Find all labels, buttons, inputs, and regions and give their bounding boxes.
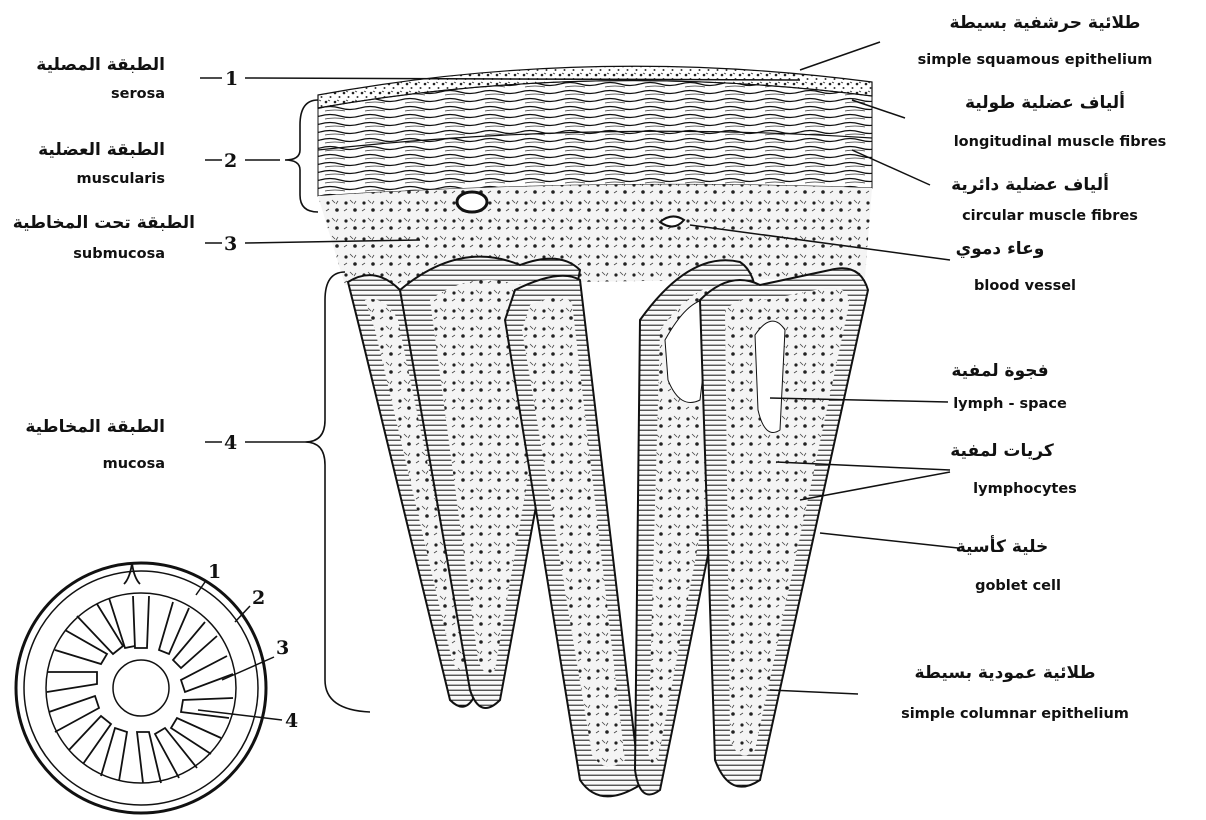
- serosa-arabic-label: الطبقة المصلية: [36, 55, 165, 75]
- lymph-space-english-label: lymph - space: [953, 396, 1067, 412]
- mucosa-number: 4: [224, 432, 237, 454]
- longitudinal-english-label: longitudinal muscle fibres: [954, 134, 1167, 150]
- lymphocytes-arabic-label: كريات لمفية: [950, 441, 1054, 461]
- cross-section-label-2: 2: [252, 587, 265, 609]
- serosa-english-label: serosa: [111, 86, 165, 102]
- label-circular-muscle-fibres: ألياف عضلية دائرية circular muscle fibre…: [852, 150, 1138, 224]
- intestine-cross-section: 1 2 3 4: [16, 561, 298, 813]
- label-goblet-cell: خلية كأسية goblet cell: [820, 533, 1061, 594]
- label-longitudinal-muscle-fibres: ألياف عضلية طولية longitudinal muscle fi…: [852, 91, 1166, 150]
- squamous-arabic-label: طلائية حرشفية بسيطة: [950, 13, 1141, 33]
- circular-english-label: circular muscle fibres: [962, 208, 1138, 224]
- blood-vessel: [457, 192, 487, 212]
- label-simple-columnar-epithelium: طلائية عمودية بسيطة simple columnar epit…: [770, 663, 1129, 722]
- cross-section-label-3: 3: [276, 637, 289, 659]
- squamous-english-label: simple squamous epithelium: [918, 52, 1153, 68]
- label-simple-squamous-epithelium: طلائية حرشفية بسيطة simple squamous epit…: [800, 13, 1152, 70]
- submucosa-number: 3: [224, 233, 237, 255]
- muscularis-arabic-label: الطبقة العضلية: [38, 140, 165, 160]
- muscularis-english-label: muscularis: [77, 171, 166, 187]
- circular-arabic-label: ألياف عضلية دائرية: [951, 173, 1109, 195]
- longitudinal-arabic-label: ألياف عضلية طولية: [965, 91, 1125, 113]
- cross-section-label-1: 1: [208, 561, 221, 583]
- villus: [700, 268, 868, 786]
- cross-section-label-4: 4: [285, 710, 298, 732]
- submucosa-arabic-label: الطبقة تحت المخاطية: [13, 213, 195, 233]
- muscularis-number: 2: [224, 150, 237, 172]
- columnar-english-label: simple columnar epithelium: [901, 706, 1129, 722]
- tissue-section: [318, 66, 872, 796]
- goblet-cell-english-label: goblet cell: [975, 578, 1061, 594]
- blood-vessel-arabic-label: وعاء دموي: [956, 239, 1045, 259]
- mucosa-arabic-label: الطبقة المخاطية: [25, 417, 165, 437]
- mucosa-english-label: mucosa: [103, 456, 165, 472]
- blood-vessel-english-label: blood vessel: [974, 278, 1076, 294]
- submucosa-english-label: submucosa: [73, 246, 165, 262]
- columnar-arabic-label: طلائية عمودية بسيطة: [915, 663, 1096, 683]
- mucosa-brace: [305, 272, 370, 712]
- layer-label-muscularis: الطبقة العضلية muscularis 2: [38, 100, 318, 212]
- lymphocytes-english-label: lymphocytes: [973, 481, 1077, 497]
- muscularis-brace: [285, 100, 318, 212]
- muscularis-layer: [318, 81, 872, 196]
- submucosa-layer: [318, 184, 872, 285]
- lymph-space-arabic-label: فجوة لمفية: [951, 361, 1048, 381]
- serosa-number: 1: [225, 68, 238, 90]
- goblet-cell-arabic-label: خلية كأسية: [956, 535, 1049, 557]
